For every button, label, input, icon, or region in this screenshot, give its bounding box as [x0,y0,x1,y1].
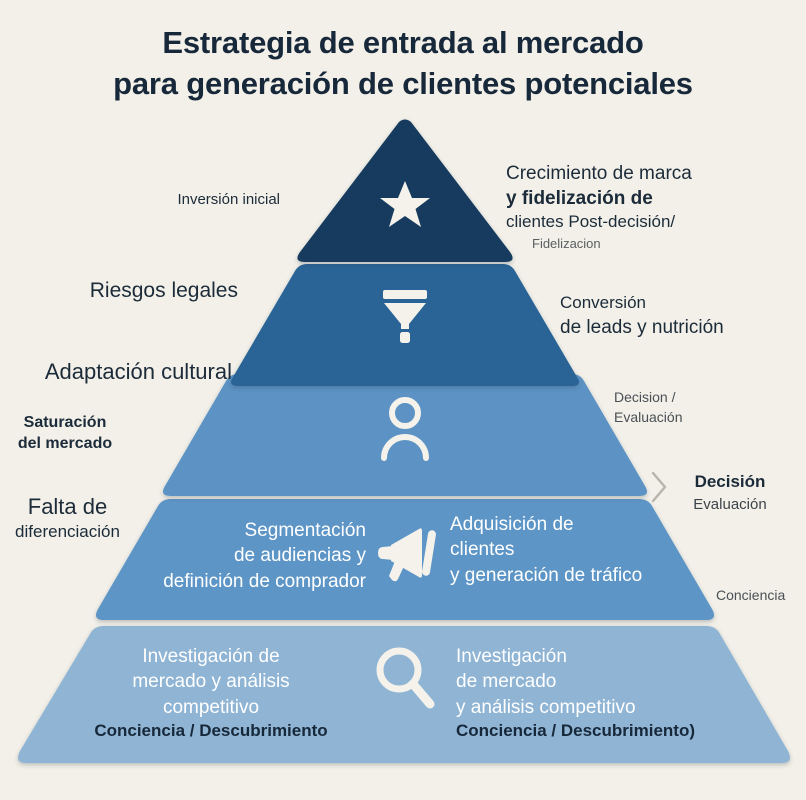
decision-big-line-2: Evaluación [693,495,767,513]
page-title: Estrategia de entrada al mercado para ge… [0,22,806,104]
tier-5-left-line-2: mercado y análisis [132,671,290,693]
tier-5-right-line-1: Investigación [456,646,567,667]
star-icon [380,181,430,227]
tier-5-right-line-2: de mercado [456,671,557,693]
pyramid-tier-5[interactable] [18,626,790,763]
barrier-label-falta-de-diferenciacion: Falta de diferenciación [0,492,135,543]
stage-label-decision-evaluacion-small: Decision / Evaluación [614,387,784,428]
chevron-right-icon [651,471,667,503]
tier-4-right-line-1: Adquisición de [450,514,574,535]
funnel-icon [383,290,427,343]
tier-5-left-line-1: Investigación de [142,646,280,667]
saturacion-line-2: del mercado [17,435,113,453]
tier-5-right-stage-label: Conciencia / Descubrimiento) [456,720,695,740]
falta-line-2: diferenciación [15,522,120,542]
megaphone-icon [378,528,436,582]
tier-4-right-line-2: clientes [450,539,515,561]
tier-5-left-stage-label: Conciencia / Descubrimiento [94,720,328,740]
crecimiento-line-3: clientes Post-decisión/ [506,212,676,232]
tier-5-text-left: Investigación de mercado y análisis comp… [80,644,342,742]
tier-4-left-line-2: de audiencias y [233,545,366,567]
barrier-label-inversion-inicial: Inversión inicial [177,191,280,208]
crecimiento-line-2: y fidelización de [506,187,653,209]
tier-5-text-right: Investigación de mercado y análisis comp… [456,644,756,742]
saturacion-line-1: Saturación [23,414,107,431]
stage-label-conciencia: Conciencia [716,587,786,603]
title-line-2: para generación de clientes potenciales [113,66,693,102]
title-line-1: Estrategia de entrada al mercado [162,25,644,60]
barrier-label-adaptacion-cultural: Adaptación cultural [44,359,232,384]
tier-4-left-line-1: Segmentación [244,520,366,541]
tier-4-text-right: Adquisición de clientes y generación de … [450,512,740,588]
conversion-line-2: de leads y nutrición [560,316,724,338]
barrier-label-saturacion-del-mercado: Saturación del mercado [0,412,130,454]
crecimiento-line-1: Crecimiento de marca [506,163,692,184]
tier-4-left-line-3: definición de comprador [163,570,366,592]
crecimiento-line-4: Fidelizacion [532,236,601,252]
tier-4-text-left: Segmentación de audiencias y definición … [122,518,366,594]
conversion-line-1: Conversión [560,293,646,312]
decision-small-line-1: Decision / [614,389,676,405]
person-icon [381,397,429,461]
barrier-label-riesgos-legales: Riesgos legales [89,279,238,302]
decision-small-line-2: Evaluación [614,409,683,426]
tier-5-right-line-3: y análisis competitivo [456,696,636,718]
stage-label-decision-evaluacion: Decisión Evaluación [660,470,800,515]
stage-label-crecimiento-de-marca: Crecimiento de marca y fidelización de c… [506,162,796,254]
tier-5-left-line-3: competitivo [162,696,260,718]
tier-4-right-line-3: y generación de tráfico [450,564,643,586]
falta-line-1: Falta de [27,494,108,519]
magnifier-icon [376,647,435,709]
decision-big-line-1: Decisión [694,472,766,491]
stage-label-conversion: Conversión de leads y nutrición [560,292,800,341]
